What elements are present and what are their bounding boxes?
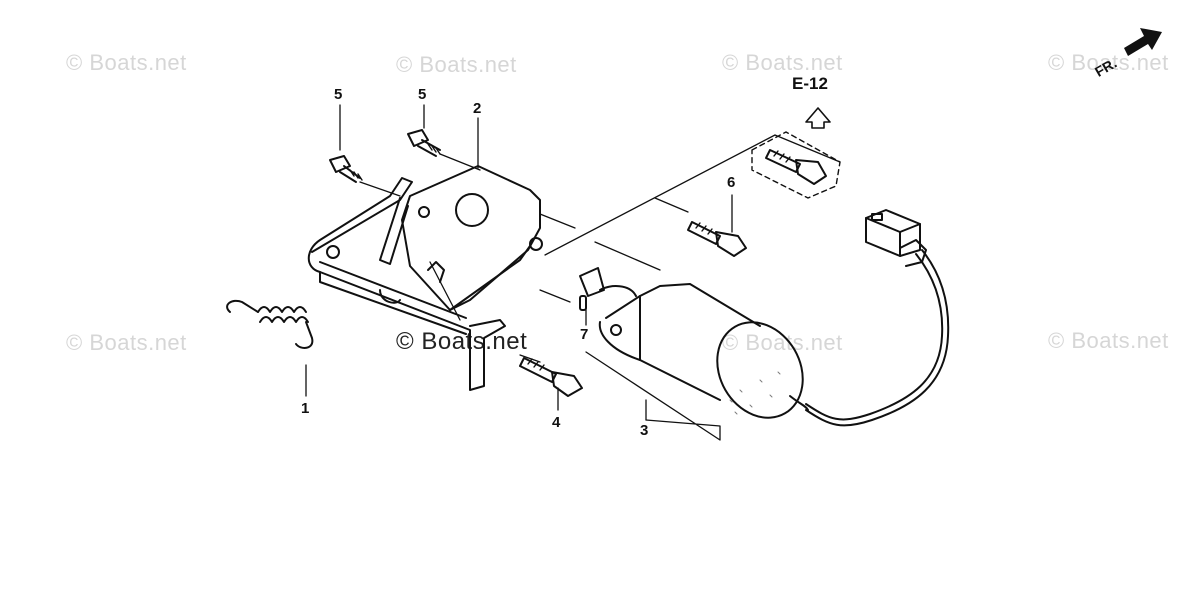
callout-7: 7: [580, 326, 589, 343]
watermark: © Boats.net: [66, 330, 187, 355]
bolt-part: [407, 129, 441, 157]
watermark: © Boats.net: [722, 50, 843, 75]
callout-3: 3: [640, 422, 649, 439]
alignment-line: [429, 261, 461, 321]
pin-part: [579, 295, 587, 311]
alignment-line: [519, 354, 541, 363]
reference-box: [751, 131, 841, 199]
alignment-line: [539, 213, 576, 229]
watermark: © Boats.net: [66, 50, 187, 75]
up-arrow-icon: [805, 107, 831, 129]
spring-part: [226, 299, 314, 349]
watermark: © Boats.net: [396, 52, 517, 77]
bolt-part: [329, 155, 363, 183]
callout-5: 5: [334, 86, 343, 103]
callout-4: 4: [552, 414, 561, 431]
callout-5: 5: [418, 86, 427, 103]
direction-arrow-icon: [1124, 28, 1162, 56]
solenoid-part: [579, 267, 809, 419]
lever-bracket: [307, 177, 506, 391]
bolt-part: [687, 221, 747, 257]
bolt-part: [519, 357, 583, 397]
alignment-line: [539, 289, 571, 303]
callout-6: 6: [727, 174, 736, 191]
watermark: © Boats.net: [1048, 328, 1169, 353]
alignment-line: [359, 181, 401, 197]
connector-part: [865, 209, 927, 267]
leader-line: [585, 351, 721, 441]
callout-2: 2: [473, 100, 482, 117]
watermark: © Boats.net: [1048, 50, 1169, 75]
reference-leader: [544, 134, 841, 256]
reference-label: E-12: [792, 74, 828, 93]
mounting-plate-part: [401, 165, 543, 311]
callout-1: 1: [301, 400, 310, 417]
wire-harness: [805, 249, 950, 427]
alignment-line: [654, 197, 689, 213]
alignment-line: [594, 241, 661, 271]
